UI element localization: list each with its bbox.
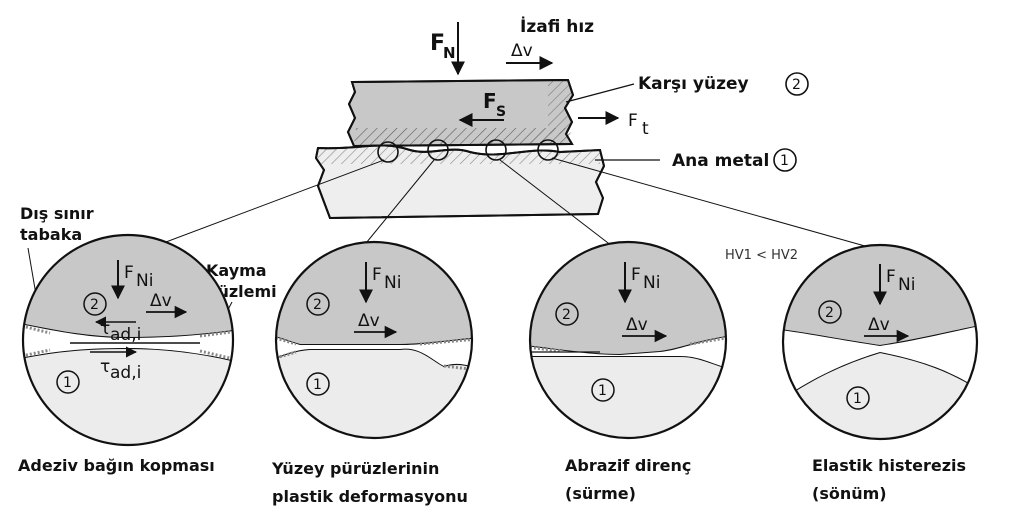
c3-force-sub: Ni <box>643 273 660 293</box>
top-assembly: F N İzafi hız Δv F S F t Karşı yüzey 2 A… <box>314 15 809 220</box>
c1-lower-num: 1 <box>63 375 72 391</box>
connector-2 <box>361 159 435 249</box>
zoom-circle-abrasive: F Ni 2 Δv 1 <box>528 240 728 440</box>
c2-lower-num: 1 <box>313 377 322 393</box>
outer-boundary-label-2: tabaka <box>20 225 82 244</box>
normal-force-symbol: F <box>430 31 445 56</box>
c4-force-sub: Ni <box>898 275 915 295</box>
c3-delta-v: Δv <box>626 315 648 335</box>
c1-force-sub: Ni <box>136 271 153 291</box>
shear-force-sub: S <box>496 104 506 120</box>
caption-4-line1: Elastik histerezis <box>812 456 966 475</box>
tangential-force-sub: t <box>642 119 649 139</box>
c2-force-symbol: F <box>372 265 382 285</box>
c3-upper-num: 2 <box>562 307 571 323</box>
counter-surface-num-circle <box>785 72 809 96</box>
counter-body-hatch-right <box>548 80 573 134</box>
caption-3-line1: Abrazif direnç <box>565 456 691 475</box>
contact-spot-2 <box>427 139 449 161</box>
base-metal-hatch <box>318 145 600 164</box>
counter-surface-label: Karşı yüzey <box>638 74 749 94</box>
c3-lower-num: 1 <box>598 383 607 399</box>
caption-2-line2: plastik deformasyonu <box>272 487 468 506</box>
base-metal-num: 1 <box>780 153 789 169</box>
c1-delta-v: Δv <box>150 291 172 311</box>
outer-boundary-label-1: Dış sınır <box>20 204 94 223</box>
connector-4 <box>551 157 873 249</box>
hardness-label: HV1 < HV2 <box>725 248 798 263</box>
contact-spot-1 <box>377 141 399 163</box>
caption-3-line2: (sürme) <box>565 484 636 503</box>
relative-speed-label: İzafi hız <box>520 15 594 37</box>
zoom-circle-plastic: F Ni 2 Δv 1 <box>274 240 474 440</box>
normal-force-sub: N <box>443 44 456 62</box>
contact-spot-3 <box>485 139 507 161</box>
c1-tau-upper: τ <box>100 319 110 339</box>
base-metal-num-circle <box>773 148 797 172</box>
caption-2-line1: Yüzey pürüzlerinin <box>271 459 439 478</box>
c1-force-symbol: F <box>124 263 134 283</box>
connector-3 <box>499 159 613 247</box>
c1-tau-lower: τ <box>100 357 110 377</box>
c1-upper-num: 2 <box>90 297 99 313</box>
top-delta-v: Δv <box>511 41 533 61</box>
c4-force-symbol: F <box>886 267 896 287</box>
c4-delta-v: Δv <box>868 315 890 335</box>
c3-force-symbol: F <box>631 265 641 285</box>
base-metal-label: Ana metal <box>672 151 769 171</box>
c1-tau-lower-sub: ad,i <box>110 363 141 383</box>
zoom-circle-hysteresis: F Ni 2 Δv 1 <box>781 243 979 441</box>
caption-4-line2: (sönüm) <box>812 484 887 503</box>
c2-delta-v: Δv <box>358 311 380 331</box>
c1-tau-upper-sub: ad,i <box>110 325 141 345</box>
c4-upper-num: 2 <box>825 305 834 321</box>
tangential-force-symbol: F <box>628 111 638 131</box>
caption-1-line1: Adeziv bağın kopması <box>18 456 215 475</box>
zoom-circle-adhesion: F Ni 2 Δv τ ad,i τ ad,i 1 <box>21 233 235 447</box>
slip-plane-label-1: Kayma <box>206 261 267 280</box>
c2-force-sub: Ni <box>384 273 401 293</box>
contact-spot-4 <box>537 139 559 161</box>
c4-lower-num: 1 <box>853 391 862 407</box>
counter-body-hatch <box>354 128 572 146</box>
c2-upper-num: 2 <box>313 297 322 313</box>
shear-force-symbol: F <box>483 89 497 113</box>
counter-surface-leader <box>565 83 635 103</box>
connector-1 <box>149 159 385 249</box>
counter-surface-num: 2 <box>792 77 801 93</box>
zoom-connectors <box>149 157 873 249</box>
